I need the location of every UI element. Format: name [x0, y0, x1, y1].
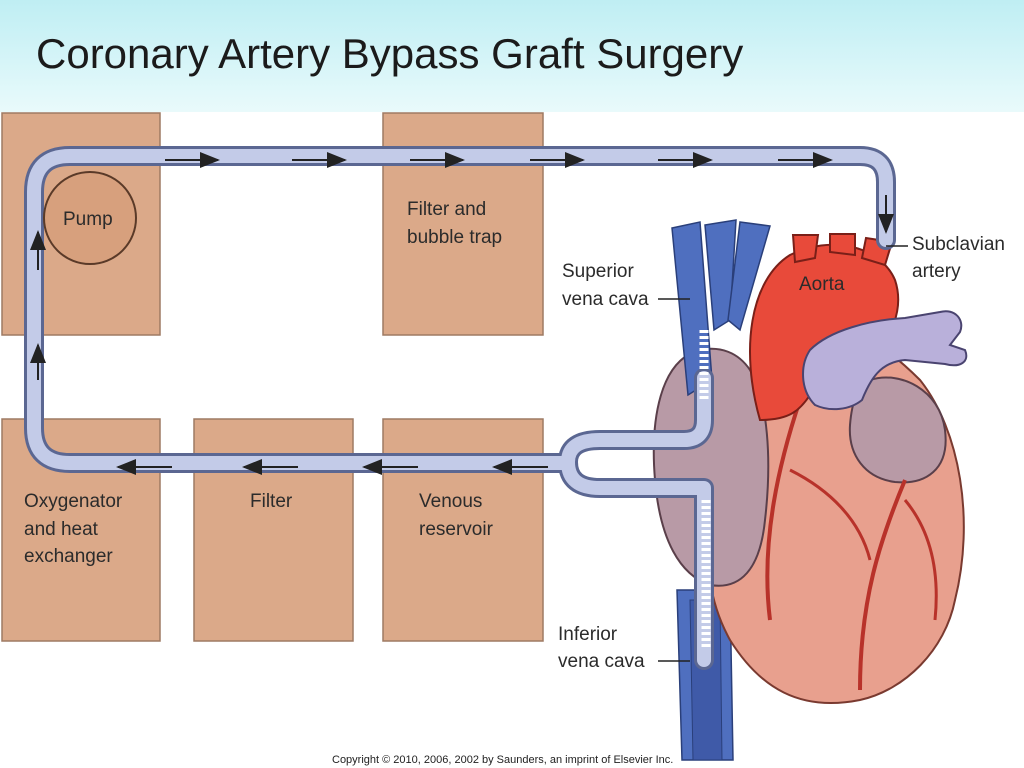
coronary-artery-4: [903, 499, 938, 621]
aorta: [749, 233, 968, 422]
left-atrium: [848, 376, 947, 484]
superior-vena-cava-label-line1: Superior: [562, 261, 634, 282]
page-title: Coronary Artery Bypass Graft Surgery: [36, 30, 744, 77]
filter-trap-label-line2: bubble trap: [407, 227, 502, 248]
pump-label: Pump: [63, 209, 113, 230]
copyright-text: Copyright © 2010, 2006, 2002 by Saunders…: [332, 754, 673, 766]
bypass-tube-inner: [27, 149, 893, 667]
inferior-vena-cava-label-line1: Inferior: [558, 624, 618, 645]
superior-vena-cava: [671, 219, 771, 397]
reservoir-label-line2: reservoir: [419, 519, 494, 540]
aorta-branch-2: [829, 233, 856, 257]
coronary-artery-2: [858, 479, 907, 691]
subclavian-artery-label-line1: Subclavian: [912, 234, 1005, 255]
aorta-branch-1: [791, 234, 820, 264]
reservoir-label-line1: Venous: [419, 491, 482, 512]
circuit-tubing: [24, 146, 896, 670]
coronary-artery-3: [789, 468, 872, 561]
subclavian-artery-label-line2: artery: [912, 261, 961, 282]
superior-vena-cava-label-line2: vena cava: [562, 289, 649, 310]
coronary-artery-1: [765, 399, 802, 621]
oxygenator-label-line1: Oxygenator: [24, 491, 123, 512]
oxygenator-label-line3: exchanger: [24, 546, 113, 567]
filter-trap-label-line1: Filter and: [407, 199, 486, 220]
flow-arrows: [30, 152, 894, 475]
filter-box: [193, 418, 354, 642]
filter-label: Filter: [250, 491, 293, 512]
pump-circle: [43, 171, 137, 265]
aorta-label: Aorta: [799, 274, 845, 295]
inferior-vena-cava-label-line2: vena cava: [558, 651, 645, 672]
title-band: [0, 0, 1024, 112]
pulmonary-artery: [802, 310, 968, 411]
leader-lines: [658, 245, 908, 662]
oxygenator-label-line2: and heat: [24, 519, 99, 540]
